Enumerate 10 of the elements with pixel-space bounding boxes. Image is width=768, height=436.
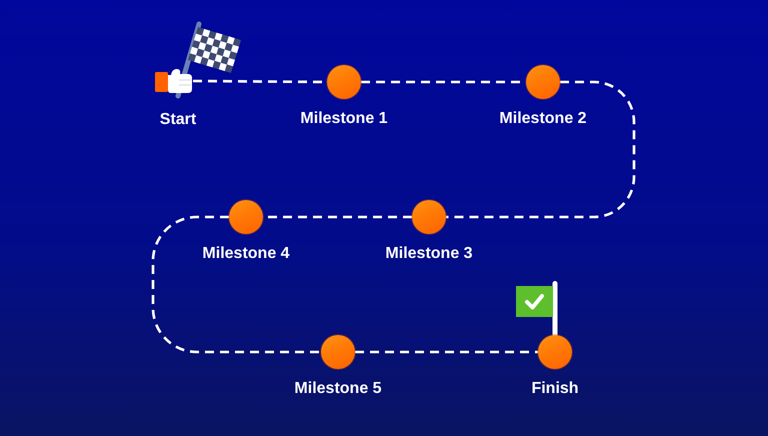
dashed-connector bbox=[355, 350, 538, 354]
milestone-label: Start bbox=[160, 110, 196, 129]
milestone-label: Milestone 4 bbox=[202, 244, 290, 263]
milestone-label: Milestone 1 bbox=[300, 109, 388, 128]
dashed-connector bbox=[152, 216, 321, 354]
milestone-label: Milestone 3 bbox=[385, 244, 473, 263]
milestone-label: Milestone 5 bbox=[294, 379, 382, 398]
milestone-label: Milestone 2 bbox=[499, 109, 587, 128]
milestone-label: Finish bbox=[531, 379, 579, 398]
dashed-connector bbox=[446, 80, 636, 218]
